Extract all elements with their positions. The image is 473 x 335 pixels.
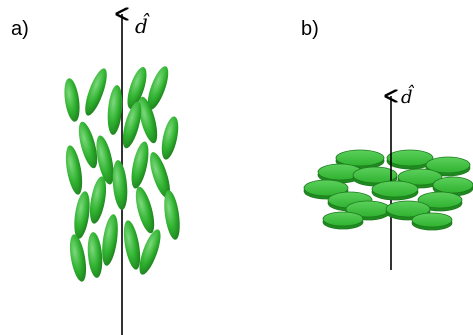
discotic-discs-front bbox=[322, 180, 463, 231]
director-label-a: d̂ bbox=[135, 14, 148, 38]
director-label-b: d̂ bbox=[401, 87, 413, 108]
discotic-discs-back bbox=[303, 149, 473, 200]
panel-a-label: a) bbox=[11, 18, 29, 40]
nematic-rods-front bbox=[87, 85, 155, 278]
panel-b-label: b) bbox=[301, 18, 319, 40]
nematic-rods-back bbox=[64, 66, 180, 282]
